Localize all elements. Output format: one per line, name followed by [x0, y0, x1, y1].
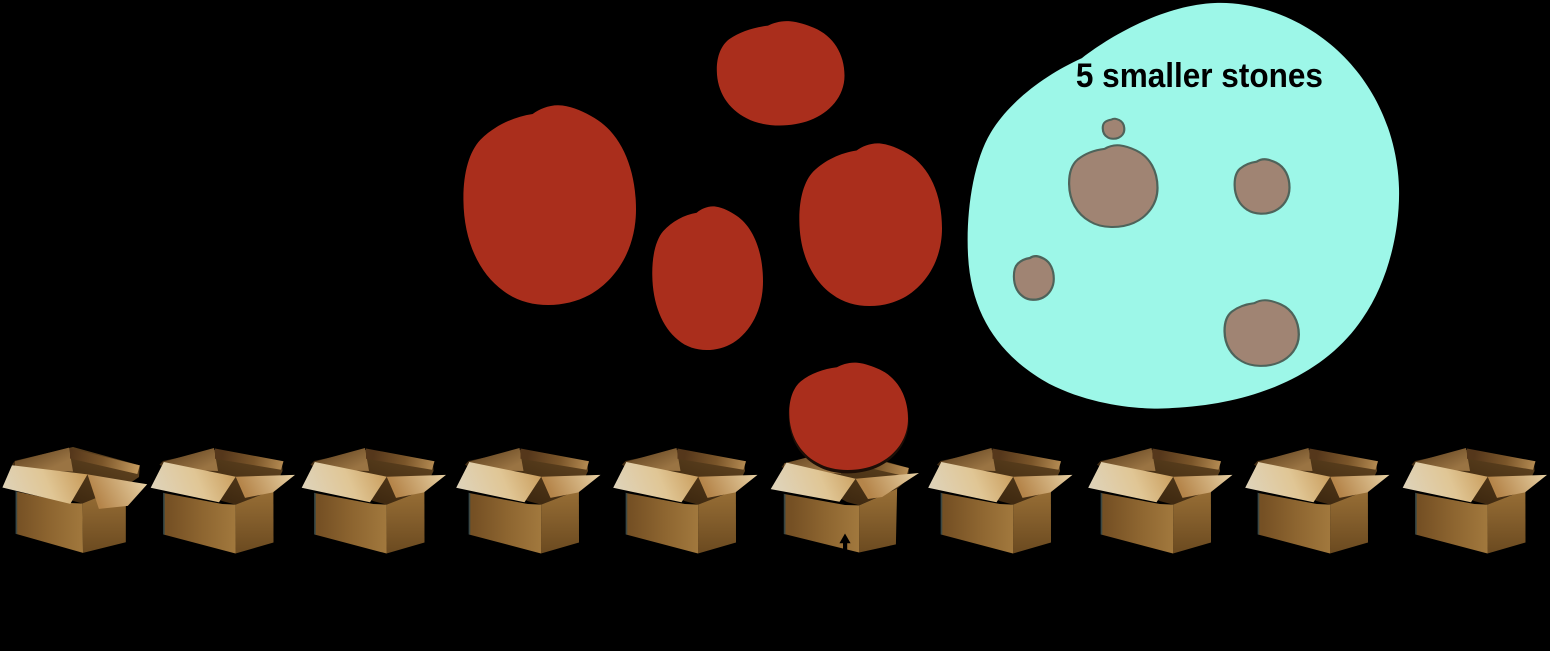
svg-text:5 smaller stones: 5 smaller stones [1076, 57, 1323, 95]
